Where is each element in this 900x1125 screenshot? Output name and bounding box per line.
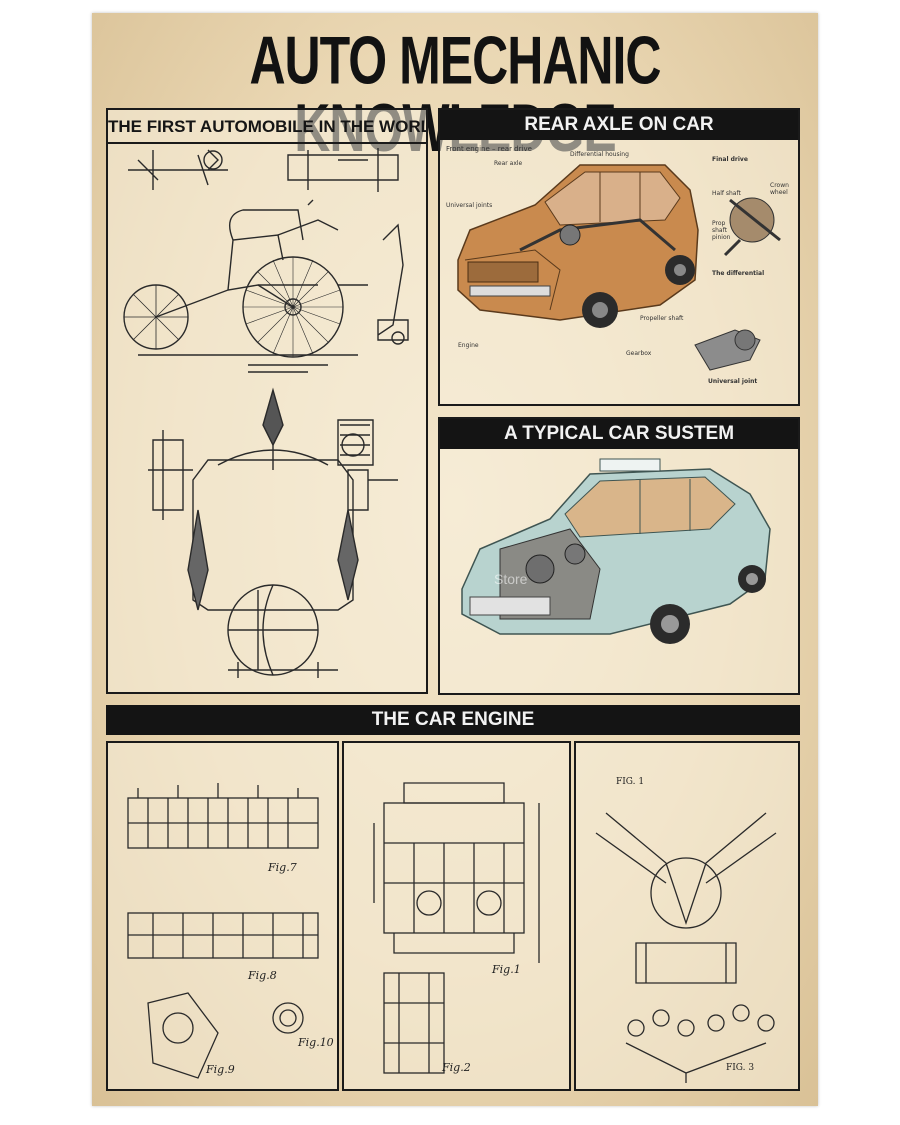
fig-1-label: Fig.1 (492, 963, 521, 976)
engine-panel-camshafts: Fig.7 Fig.8 Fig.9 Fig.10 (106, 741, 339, 1091)
prop-shaft-pinion-label: Prop shaft pinion (712, 220, 731, 241)
propeller-shaft-label: Propeller shaft (640, 315, 684, 322)
fig-10-label: Fig.10 (298, 1036, 334, 1049)
crown-wheel-label: Crown wheel (770, 182, 789, 196)
typical-car-system-heading: A TYPICAL CAR SUSTEM (440, 419, 798, 449)
car-engine-heading: THE CAR ENGINE (106, 705, 800, 735)
rear-axle-label: Rear axle (494, 160, 523, 167)
universal-joint-label: Universal joint (708, 378, 758, 385)
universal-joints-label: Universal joints (446, 202, 493, 209)
engine-panel-block: Fig.1 Fig.2 (342, 741, 571, 1091)
first-automobile-blueprint (123, 148, 409, 678)
differential-housing-label: Differential housing (570, 151, 629, 158)
engine-label: Engine (458, 342, 479, 349)
typical-car-system-illustration (461, 458, 771, 644)
rear-axle-panel: REAR AXLE ON CAR Front engine – rear dri… (438, 108, 800, 406)
fig-2-label: Fig.2 (442, 1061, 471, 1074)
engine-block-blueprint (373, 782, 540, 1074)
fig-8-label: Fig.8 (248, 969, 277, 982)
v-engine-blueprint (595, 812, 777, 1083)
the-differential-label: The differential (712, 270, 765, 277)
fig-9-label: Fig.9 (206, 1063, 235, 1076)
store-watermark: Store (494, 571, 528, 587)
engine-panel-v-engine: FIG. 1 FIG. 3 (574, 741, 800, 1091)
rear-axle-car-illustration (457, 164, 781, 371)
first-automobile-panel: THE FIRST AUTOMOBILE IN THE WORLD (106, 108, 428, 694)
final-drive-label: Final drive (712, 156, 748, 163)
rear-axle-heading: REAR AXLE ON CAR (440, 110, 798, 140)
fig-3-label: FIG. 3 (726, 1063, 755, 1073)
typical-car-system-panel: A TYPICAL CAR SUSTEM Store (438, 417, 800, 695)
front-engine-label: Front engine – rear drive (446, 145, 532, 153)
fig-7-label: Fig.7 (268, 861, 297, 874)
half-shaft-label: Half shaft (712, 190, 741, 197)
poster: AUTO MECHANIC KNOWLEDGE THE FIRST AUTOMO… (92, 13, 818, 1106)
gearbox-label: Gearbox (626, 350, 652, 357)
camshaft-blueprint (127, 783, 319, 1079)
fig-1-top-label: FIG. 1 (616, 777, 645, 787)
first-automobile-heading: THE FIRST AUTOMOBILE IN THE WORLD (108, 112, 426, 144)
